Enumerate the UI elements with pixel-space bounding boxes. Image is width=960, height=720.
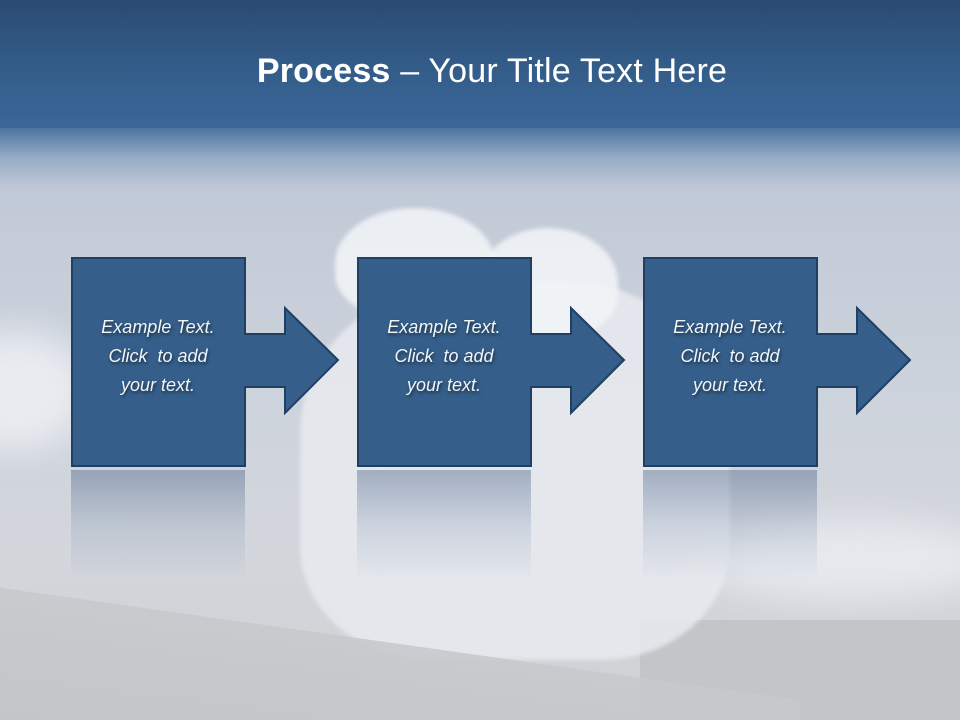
process-step-2[interactable]: Example Text. Click to add your text. — [357, 257, 627, 467]
arrow-right-icon — [643, 257, 912, 467]
process-step-1[interactable]: Example Text. Click to add your text. — [71, 257, 341, 467]
title-bold: Process — [256, 52, 391, 90]
title-band-fade — [0, 128, 960, 188]
step-text[interactable]: Example Text. Click to add your text. — [387, 317, 501, 395]
step-text[interactable]: Example Text. Click to add your text. — [673, 317, 787, 395]
arrow-right-icon — [71, 257, 340, 467]
cloud — [700, 520, 960, 600]
title-regular: Your Title Text Here — [428, 52, 728, 90]
title-separator: – — [390, 52, 429, 90]
process-step-3[interactable]: Example Text. Click to add your text. — [643, 257, 913, 467]
step-text[interactable]: Example Text. Click to add your text. — [101, 317, 215, 395]
title-band — [0, 0, 960, 128]
step-reflection — [643, 470, 817, 580]
arrow-right-icon — [357, 257, 626, 467]
step-reflection — [357, 470, 531, 580]
slide-title[interactable]: Process – Your Title Text Here — [0, 52, 960, 91]
step-reflection — [71, 470, 245, 580]
